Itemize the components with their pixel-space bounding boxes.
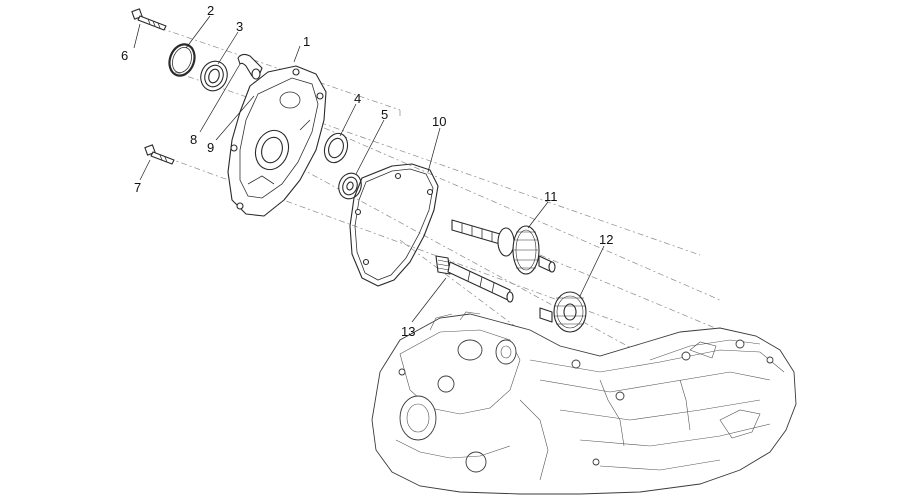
callout-3: 3 (236, 19, 243, 34)
axis-line-shaft13 (399, 239, 521, 331)
callout-4: 4 (354, 91, 361, 106)
leader-12 (579, 245, 605, 297)
callout-2: 2 (207, 3, 214, 18)
oil-seal-part-4 (323, 132, 349, 164)
callout-10: 10 (432, 114, 446, 129)
callout-13: 13 (401, 324, 415, 339)
elbow-pipe (237, 53, 263, 80)
callout-8: 8 (190, 132, 197, 147)
engine-block (371, 311, 797, 495)
bolt-part-7 (144, 144, 175, 165)
callout-labels: 1 2 3 4 5 6 7 8 9 10 11 12 13 (121, 3, 613, 339)
gasket-part-10 (349, 163, 439, 287)
callout-6: 6 (121, 48, 128, 63)
leader-9 (215, 95, 255, 141)
gear-part-12 (539, 291, 587, 333)
leader-5 (355, 119, 385, 175)
bearing-part-3 (200, 60, 228, 92)
shaft-part-13 (435, 255, 514, 303)
leader-13 (411, 277, 447, 323)
leader-3 (217, 31, 239, 65)
leader-lines (133, 15, 605, 323)
leader-1 (293, 45, 301, 63)
callout-1: 1 (303, 34, 310, 49)
cover-housing-part-1 (227, 65, 327, 217)
leader-11 (527, 201, 549, 229)
axis-line-upper (174, 71, 701, 256)
leader-6 (133, 23, 141, 49)
callout-12: 12 (599, 232, 613, 247)
leader-10 (427, 127, 441, 173)
callout-11: 11 (544, 189, 558, 204)
callout-5: 5 (381, 107, 388, 122)
bolt-part-6 (131, 8, 167, 31)
leader-4 (339, 103, 357, 137)
callout-7: 7 (134, 180, 141, 195)
leader-2 (185, 15, 211, 49)
shaft-gear-part-11 (451, 219, 556, 275)
axis-line-shaft11 (539, 254, 721, 331)
bearing-part-5 (338, 172, 362, 200)
callout-9: 9 (207, 140, 214, 155)
leader-7 (139, 159, 151, 181)
leader-8 (199, 63, 241, 133)
axis-line-bottom (299, 167, 691, 381)
axis-line-mid (259, 99, 721, 301)
snap-ring-part-2 (168, 43, 196, 77)
